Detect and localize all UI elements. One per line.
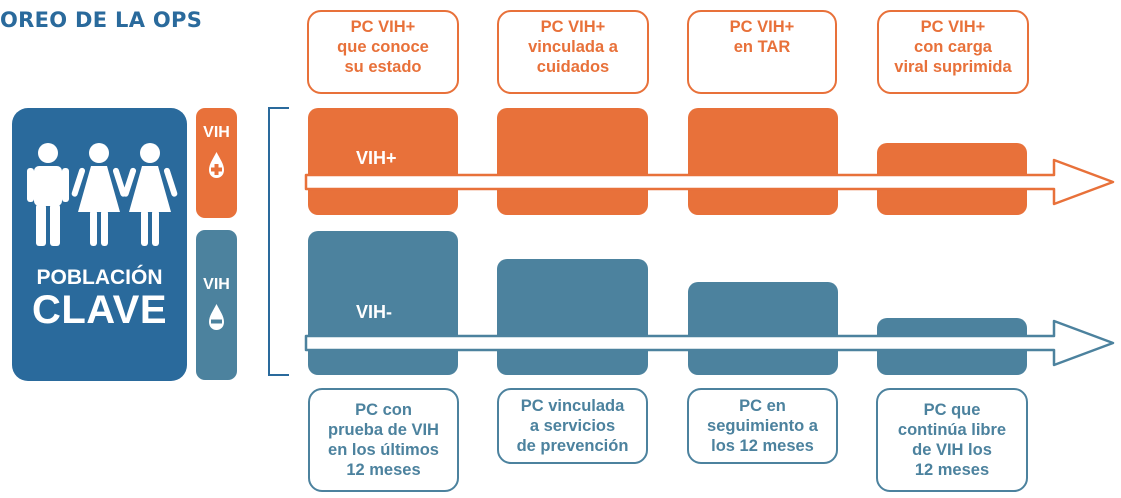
top-label-2: PC VIH+ vinculada a cuidados — [497, 10, 649, 94]
bottom-label-2: PC vinculada a servicios de prevención — [497, 388, 648, 464]
bottom-label-3-line-1: PC en — [739, 397, 786, 415]
top-label-1: PC VIH+ que conoce su estado — [307, 10, 459, 94]
positive-bar-4 — [877, 143, 1027, 215]
top-label-2-line-2: vinculada a — [528, 38, 618, 56]
bottom-label-2-line-1: PC vinculada — [520, 397, 625, 415]
bottom-label-4-line-1: PC que — [923, 401, 981, 419]
bottom-label-3-line-3: los 12 meses — [711, 437, 814, 455]
page-title: OREO DE LA OPS — [0, 8, 203, 32]
bottom-label-1-line-1: PC con — [355, 401, 412, 419]
bottom-label-3: PC en seguimiento a los 12 meses — [687, 388, 838, 464]
top-label-4-line-2: con carga — [914, 38, 992, 56]
people-icon — [27, 143, 178, 246]
key-population-label-1: POBLACIÓN — [36, 266, 163, 289]
positive-bar-2 — [497, 108, 648, 215]
bottom-label-4-line-2: continúa libre — [897, 421, 1007, 439]
bottom-label-1-line-4: 12 meses — [346, 461, 421, 479]
key-population-label-2: CLAVE — [31, 288, 168, 332]
top-label-4: PC VIH+ con carga viral suprimida — [877, 10, 1029, 94]
top-label-3-line-2: en TAR — [733, 38, 791, 56]
bottom-label-3-line-2: seguimiento a — [707, 417, 818, 435]
blood-drop-minus-icon — [209, 304, 224, 330]
bottom-label-1-line-2: prueba de VIH — [328, 421, 439, 439]
vih-negative-tag: VIH — [196, 230, 237, 380]
bottom-label-1: PC con prueba de VIH en los últimos 12 m… — [308, 388, 459, 492]
blood-drop-plus-icon — [209, 152, 224, 178]
bottom-label-4-line-3: de VIH los — [912, 441, 992, 459]
bottom-label-2-line-2: a servicios — [529, 417, 616, 435]
bottom-label-1-line-3: en los últimos — [328, 441, 439, 459]
bottom-label-2-line-3: de prevención — [516, 437, 629, 455]
top-label-1-line-2: que conoce — [337, 38, 429, 56]
bottom-label-4-line-4: 12 meses — [914, 461, 990, 479]
vih-positive-tag: VIH — [196, 108, 237, 218]
positive-row-label: VIH+ — [356, 148, 397, 168]
negative-bar-4 — [877, 318, 1027, 375]
top-label-1-line-3: su estado — [344, 58, 422, 76]
vih-positive-tag-label: VIH — [203, 124, 230, 141]
negative-bar-3 — [688, 282, 838, 375]
vih-negative-tag-label: VIH — [203, 276, 230, 293]
bottom-label-4: PC que continúa libre de VIH los 12 mese… — [876, 388, 1028, 492]
key-population-panel: POBLACIÓN CLAVE — [12, 108, 187, 381]
top-label-1-line-1: PC VIH+ — [350, 18, 416, 36]
negative-row-label: VIH- — [356, 302, 392, 322]
top-label-4-line-1: PC VIH+ — [920, 18, 986, 36]
top-label-2-line-1: PC VIH+ — [540, 18, 606, 36]
top-label-2-line-3: cuidados — [536, 58, 610, 76]
negative-bar-2 — [497, 259, 648, 375]
positive-bar-3 — [688, 108, 838, 215]
top-label-3-line-1: PC VIH+ — [729, 18, 795, 36]
top-label-3: PC VIH+ en TAR — [687, 10, 837, 94]
top-label-4-line-3: viral suprimida — [894, 58, 1012, 76]
